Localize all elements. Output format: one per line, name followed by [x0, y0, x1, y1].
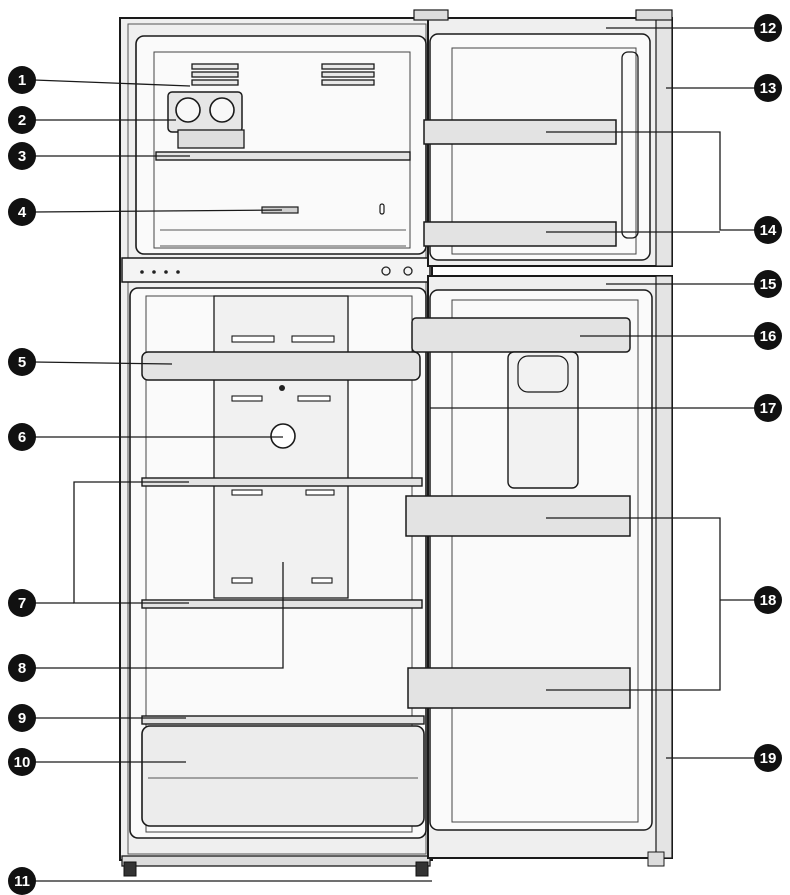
callout-number: 17 [760, 400, 777, 417]
callout-circle [8, 589, 36, 617]
callout-number: 16 [760, 328, 777, 345]
callout-number: 2 [18, 112, 26, 129]
callout-number: 14 [760, 222, 777, 239]
vegetable-crisper [141, 725, 425, 827]
callout-circle [754, 270, 782, 298]
fridge-door-top-tray [411, 317, 631, 353]
callout-number: 8 [18, 660, 26, 677]
callout-17: 17 [754, 394, 782, 422]
callout-2: 2 [8, 106, 36, 134]
callout-number: 15 [760, 276, 777, 293]
callout-circle [8, 867, 36, 895]
callout-6: 6 [8, 423, 36, 451]
ice-maker-twist-trays [167, 91, 245, 149]
callout-11: 11 [8, 867, 36, 895]
callout-15: 15 [754, 270, 782, 298]
callout-number: 7 [18, 595, 26, 612]
freezer-door [413, 9, 673, 267]
crisper-cover [141, 715, 425, 725]
callout-number: 12 [760, 20, 777, 37]
callout-number: 4 [18, 204, 27, 221]
callout-circle [8, 66, 36, 94]
callout-circle [754, 586, 782, 614]
callout-14: 14 [754, 216, 782, 244]
fridge-door-bin-upper [405, 495, 631, 537]
glass-shelf-lower [141, 599, 423, 609]
callout-circle [754, 14, 782, 42]
callout-number: 6 [18, 429, 26, 446]
leader-lines [33, 27, 766, 882]
freezer-shelf [155, 151, 411, 161]
callout-circle [8, 704, 36, 732]
callout-19: 19 [754, 744, 782, 772]
callout-3: 3 [8, 142, 36, 170]
callout-circle [8, 423, 36, 451]
callout-7: 7 [8, 589, 36, 617]
callout-circle [8, 348, 36, 376]
callout-circle [754, 74, 782, 102]
callout-circle [754, 394, 782, 422]
fridge-door [405, 275, 673, 867]
fridge-compartment [129, 287, 427, 839]
callout-circle [754, 744, 782, 772]
callout-circle [8, 198, 36, 226]
callout-circle [8, 654, 36, 682]
callout-number: 9 [18, 710, 26, 727]
callout-circle [8, 748, 36, 776]
fridge-door-bin-lower [407, 667, 631, 709]
callout-4: 4 [8, 198, 36, 226]
callout-9: 9 [8, 704, 36, 732]
callout-10: 10 [8, 748, 36, 776]
freezer-compartment [135, 35, 427, 255]
callout-number: 5 [18, 354, 26, 371]
callout-18: 18 [754, 586, 782, 614]
chiller-tray [141, 351, 421, 381]
callout-circle [8, 106, 36, 134]
freezer-door-bin-lower [423, 221, 617, 247]
freezer-air-vents [191, 63, 375, 86]
callout-number: 19 [760, 750, 777, 767]
fridge-lamp [270, 423, 296, 449]
callout-1: 1 [8, 66, 36, 94]
callout-12: 12 [754, 14, 782, 42]
callout-16: 16 [754, 322, 782, 350]
callout-5: 5 [8, 348, 36, 376]
callout-circle [8, 142, 36, 170]
callout-number: 18 [760, 592, 777, 609]
water-dispenser-tank [507, 351, 579, 489]
callout-number: 10 [14, 754, 31, 771]
callout-number: 3 [18, 148, 26, 165]
callout-number: 11 [14, 873, 30, 890]
callout-8: 8 [8, 654, 36, 682]
callout-number: 1 [18, 72, 26, 89]
callout-circle [754, 216, 782, 244]
callout-13: 13 [754, 74, 782, 102]
callout-circle [754, 322, 782, 350]
callout-number: 13 [760, 80, 777, 97]
